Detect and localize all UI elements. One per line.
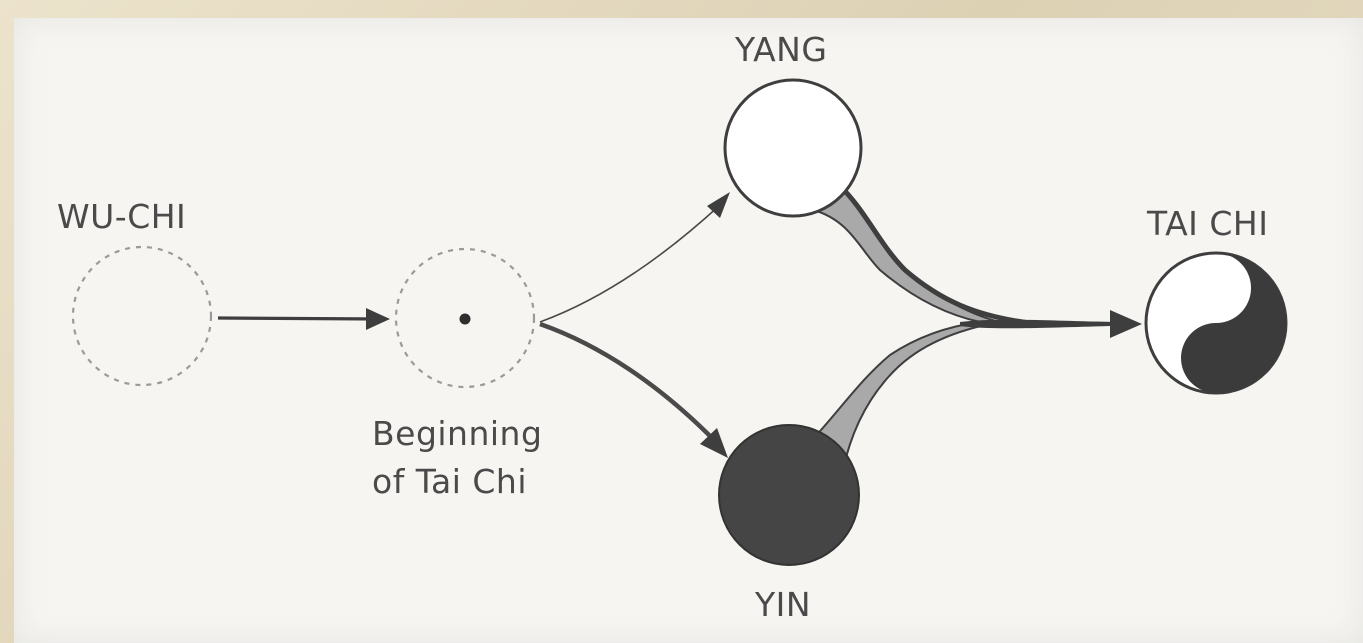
- arrowhead-yin: [700, 428, 728, 458]
- wu-chi-circle: [71, 245, 213, 387]
- yang-circle: [723, 78, 863, 218]
- tai-chi-label: TAI CHI: [1147, 204, 1269, 243]
- beginning-label-line2: of Tai Chi: [372, 462, 527, 501]
- yang-band-edge: [838, 184, 1031, 326]
- arrowhead-wu-chi: [366, 308, 390, 330]
- yin-circle: [718, 424, 860, 566]
- arrow-to-yang: [539, 204, 721, 323]
- yin-yang-icon: [1144, 251, 1288, 395]
- arrow-to-yin: [539, 321, 718, 444]
- yang-label: YANG: [735, 30, 828, 69]
- beginning-dot: [459, 313, 471, 325]
- beginning-label-line1: Beginning: [372, 414, 543, 453]
- yin-label: YIN: [755, 585, 812, 624]
- wu-chi-label: WU-CHI: [57, 197, 187, 236]
- arrow-wu-chi-to-beginning: [217, 316, 383, 321]
- beginning-circle: [394, 247, 536, 389]
- arrowhead-tai-chi: [1110, 310, 1142, 338]
- yang-band: [810, 184, 1001, 323]
- diagram-page: [14, 18, 1363, 643]
- arrowhead-yang: [707, 192, 730, 218]
